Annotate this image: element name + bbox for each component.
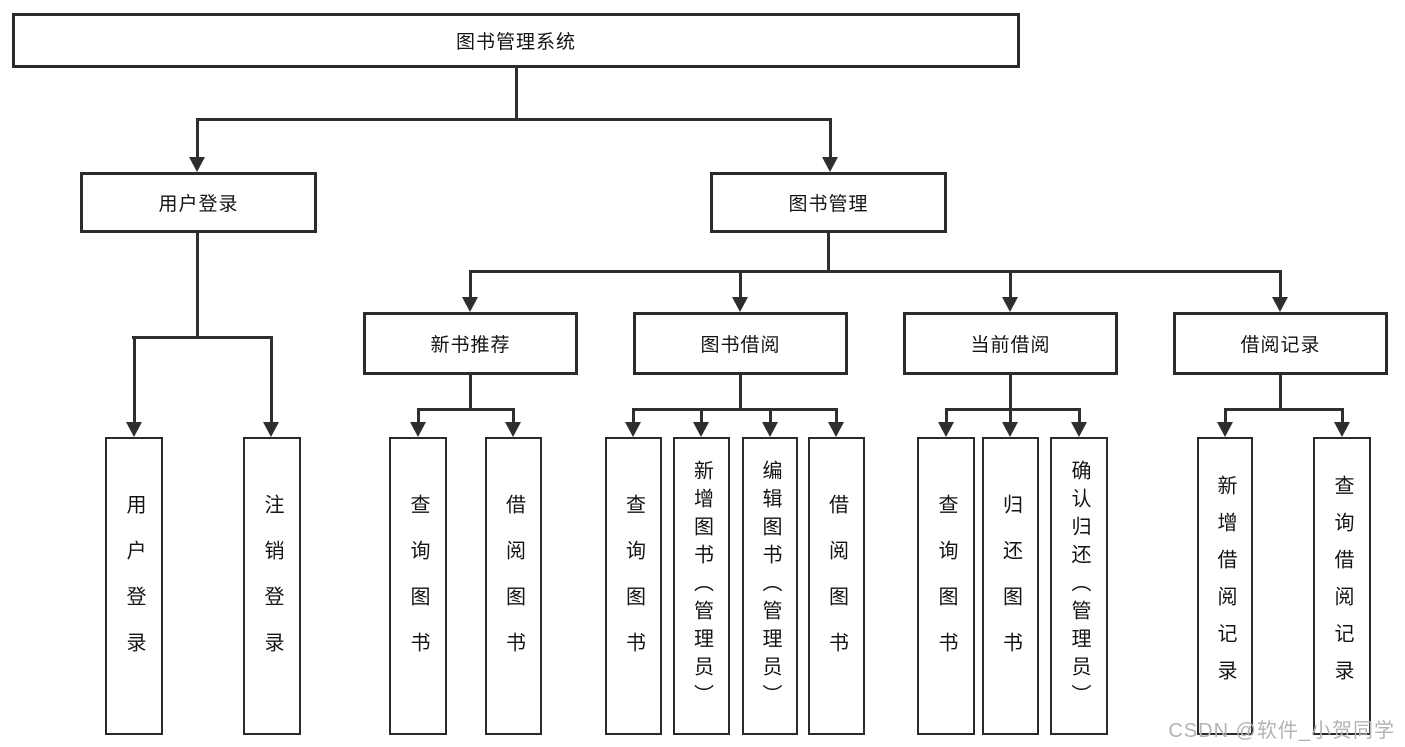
arrowhead-down: [1272, 297, 1288, 312]
leaf-borrowing-query-books-label: 查询图书: [622, 494, 645, 678]
node-current-borrowing: 当前借阅: [903, 312, 1118, 375]
connector-line: [270, 336, 273, 424]
connector-line: [469, 270, 1282, 273]
node-user-login-label: 用户登录: [158, 194, 239, 215]
connector-line: [632, 408, 837, 411]
connector-line: [132, 336, 273, 339]
arrowhead-down: [1334, 422, 1350, 437]
arrowhead-down: [625, 422, 641, 437]
connector-line: [512, 408, 515, 424]
node-borrowing-records-label: 借阅记录: [1240, 335, 1321, 356]
connector-line: [196, 118, 832, 121]
arrowhead-down: [462, 297, 478, 312]
connector-line: [632, 408, 635, 424]
leaf-current-query-books-label: 查询图书: [935, 494, 957, 678]
leaf-newbook-query-books: 查询图书: [389, 437, 447, 735]
connector-line: [469, 270, 472, 298]
leaf-borrowing-borrow-books: 借阅图书: [808, 437, 865, 735]
arrowhead-down: [1002, 422, 1018, 437]
leaf-confirm-return-admin-label: 确认归还（管理员）: [1068, 460, 1090, 712]
leaf-return-books-label: 归还图书: [999, 494, 1022, 678]
node-book-management: 图书管理: [710, 172, 947, 233]
connector-line: [827, 233, 830, 273]
node-new-book-recommend-label: 新书推荐: [430, 335, 511, 356]
connector-line: [739, 375, 742, 410]
arrowhead-down: [693, 422, 709, 437]
node-book-borrowing-label: 图书借阅: [700, 335, 781, 356]
arrowhead-down: [410, 422, 426, 437]
connector-line: [417, 408, 420, 424]
connector-line: [1279, 375, 1282, 410]
leaf-add-books-admin: 新增图书（管理员）: [673, 437, 730, 735]
connector-line: [1009, 408, 1012, 424]
arrowhead-down: [1217, 422, 1233, 437]
leaf-query-borrow-record: 查询借阅记录: [1313, 437, 1371, 735]
node-book-borrowing: 图书借阅: [633, 312, 848, 375]
connector-line: [1341, 408, 1344, 424]
connector-line: [196, 233, 199, 338]
connector-line: [739, 270, 742, 298]
connector-line: [196, 118, 199, 160]
node-borrowing-records: 借阅记录: [1173, 312, 1388, 375]
connector-line: [769, 408, 772, 424]
arrowhead-down: [938, 422, 954, 437]
connector-line: [945, 408, 1080, 411]
arrowhead-down: [263, 422, 279, 437]
leaf-edit-books-admin-label: 编辑图书（管理员）: [759, 460, 781, 712]
csdn-watermark: CSDN @软件_小贺同学: [1168, 720, 1395, 742]
leaf-confirm-return-admin: 确认归还（管理员）: [1050, 437, 1108, 735]
leaf-newbook-query-books-label: 查询图书: [407, 494, 429, 678]
connector-line: [1009, 270, 1012, 298]
connector-line: [1078, 408, 1081, 424]
connector-line: [1224, 408, 1227, 424]
leaf-query-borrow-record-label: 查询借阅记录: [1331, 475, 1353, 697]
arrowhead-down: [1071, 422, 1087, 437]
connector-line: [835, 408, 838, 424]
leaf-add-borrow-record: 新增借阅记录: [1197, 437, 1253, 735]
node-root-label: 图书管理系统: [455, 32, 576, 53]
leaf-user-login-label: 用户登录: [123, 494, 145, 678]
leaf-return-books: 归还图书: [982, 437, 1039, 735]
leaf-borrowing-borrow-books-label: 借阅图书: [825, 494, 848, 678]
arrowhead-down: [732, 297, 748, 312]
node-new-book-recommend: 新书推荐: [363, 312, 578, 375]
leaf-add-books-admin-label: 新增图书（管理员）: [690, 460, 713, 712]
leaf-user-login: 用户登录: [105, 437, 163, 735]
node-current-borrowing-label: 当前借阅: [970, 335, 1051, 356]
leaf-edit-books-admin: 编辑图书（管理员）: [742, 437, 798, 735]
connector-line: [829, 118, 832, 160]
arrowhead-down: [762, 422, 778, 437]
connector-line: [1009, 375, 1012, 410]
leaf-add-borrow-record-label: 新增借阅记录: [1214, 475, 1236, 697]
leaf-borrowing-query-books: 查询图书: [605, 437, 662, 735]
leaf-newbook-borrow-books: 借阅图书: [485, 437, 542, 735]
connector-line: [515, 68, 518, 120]
connector-line: [700, 408, 703, 424]
node-root: 图书管理系统: [12, 13, 1020, 68]
leaf-logout-label: 注销登录: [261, 494, 283, 678]
arrowhead-down: [822, 157, 838, 172]
connector-line: [469, 375, 472, 410]
node-user-login: 用户登录: [80, 172, 317, 233]
leaf-newbook-borrow-books-label: 借阅图书: [502, 494, 525, 678]
connector-line: [133, 336, 136, 424]
leaf-logout: 注销登录: [243, 437, 301, 735]
arrowhead-down: [505, 422, 521, 437]
connector-line: [1279, 270, 1282, 298]
connector-line: [945, 408, 948, 424]
connector-line: [417, 408, 514, 411]
node-book-management-label: 图书管理: [788, 194, 869, 215]
arrowhead-down: [1002, 297, 1018, 312]
arrowhead-down: [828, 422, 844, 437]
arrowhead-down: [126, 422, 142, 437]
leaf-current-query-books: 查询图书: [917, 437, 975, 735]
arrowhead-down: [189, 157, 205, 172]
connector-line: [1224, 408, 1343, 411]
